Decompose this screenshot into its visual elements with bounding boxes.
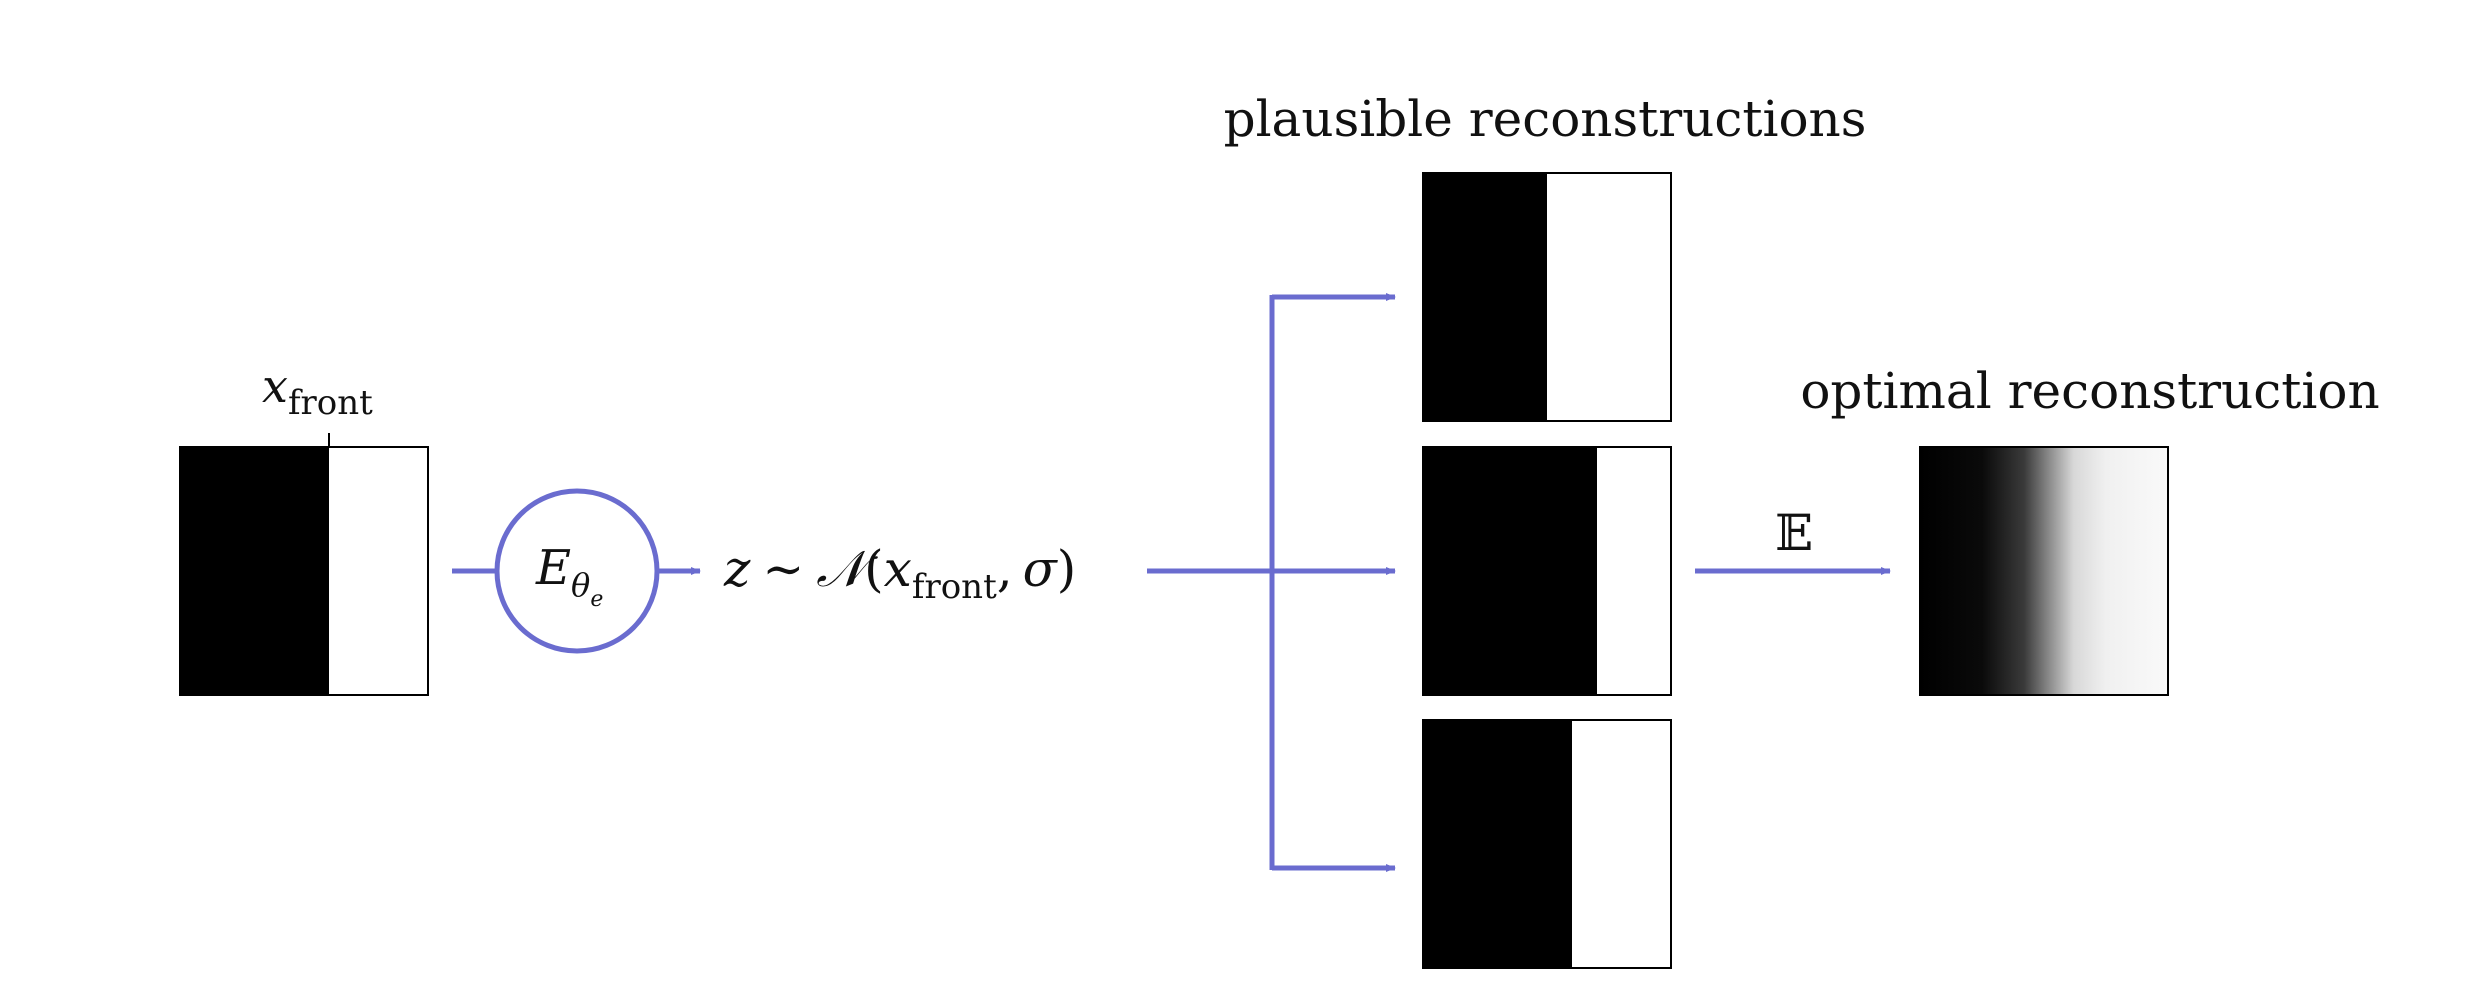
input-label: xfront (262, 359, 373, 423)
input-image (179, 433, 429, 696)
encoder-label-sym: E (535, 540, 571, 596)
input-label-var: x (262, 359, 288, 413)
branch-arrows (1147, 293, 1396, 872)
optimal-image (1919, 446, 2169, 696)
expectation-label: 𝔼 (1775, 504, 1813, 562)
encoder-label-subsub: e (590, 587, 603, 612)
input-image-frame (179, 446, 429, 696)
optimal-image-gradient (1920, 447, 2168, 695)
latent-open: ( (864, 540, 884, 598)
optimal-image-frame (1919, 446, 2169, 696)
latent-comma: , (997, 540, 1013, 598)
encoder-label: Eθe (535, 540, 603, 612)
plausible-image-1 (1422, 172, 1672, 422)
latent-x: x (884, 540, 912, 598)
latent-xsub: front (912, 567, 997, 607)
plausible-image-1-frame (1422, 172, 1672, 422)
plausible-image-3-frame (1422, 719, 1672, 969)
input-label-sub: front (288, 383, 373, 423)
encoder-label-sub: θ (571, 566, 590, 604)
plausible-image-3 (1422, 719, 1672, 969)
latent-close: ) (1057, 540, 1077, 598)
plausible-image-1-dark (1423, 173, 1547, 421)
optimal-title: optimal reconstruction (1800, 362, 2379, 420)
plausible-image-3-dark (1423, 720, 1572, 968)
latent-tilde: ∼ (762, 540, 804, 598)
latent-sigma: σ (1023, 540, 1059, 598)
plausible-image-2-frame (1422, 446, 1672, 696)
plausible-image-2 (1422, 446, 1672, 696)
latent-distribution-label: z∼𝒩(xfront,σ) (723, 540, 1076, 607)
plausible-image-2-dark (1423, 447, 1597, 695)
latent-z: z (723, 540, 751, 598)
plausible-title: plausible reconstructions (1224, 90, 1867, 148)
input-image-dark (180, 447, 329, 695)
